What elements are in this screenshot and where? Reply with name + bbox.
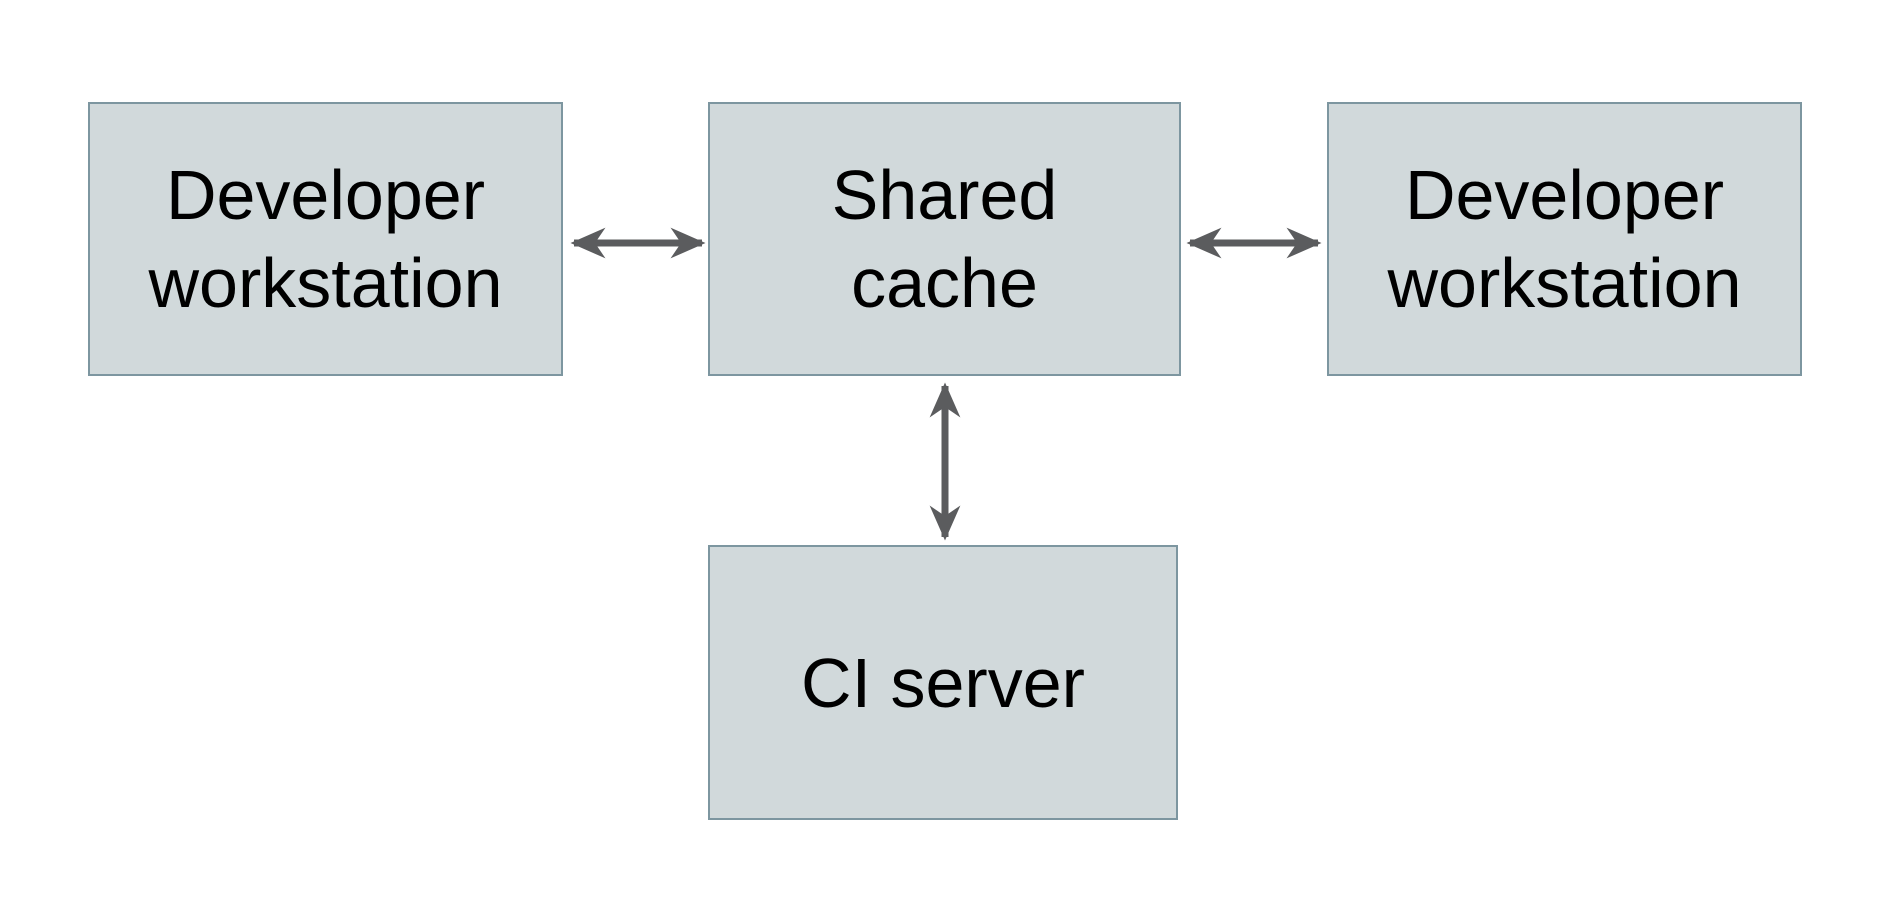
node-label: CI server [801,643,1085,722]
node-ci-server: CI server [708,545,1178,820]
node-developer-workstation-right: Developer workstation [1327,102,1802,376]
node-label: Shared cache [831,156,1058,322]
node-shared-cache: Shared cache [708,102,1181,376]
node-label: Developer workstation [148,156,503,322]
node-developer-workstation-left: Developer workstation [88,102,563,376]
node-label: Developer workstation [1387,156,1742,322]
